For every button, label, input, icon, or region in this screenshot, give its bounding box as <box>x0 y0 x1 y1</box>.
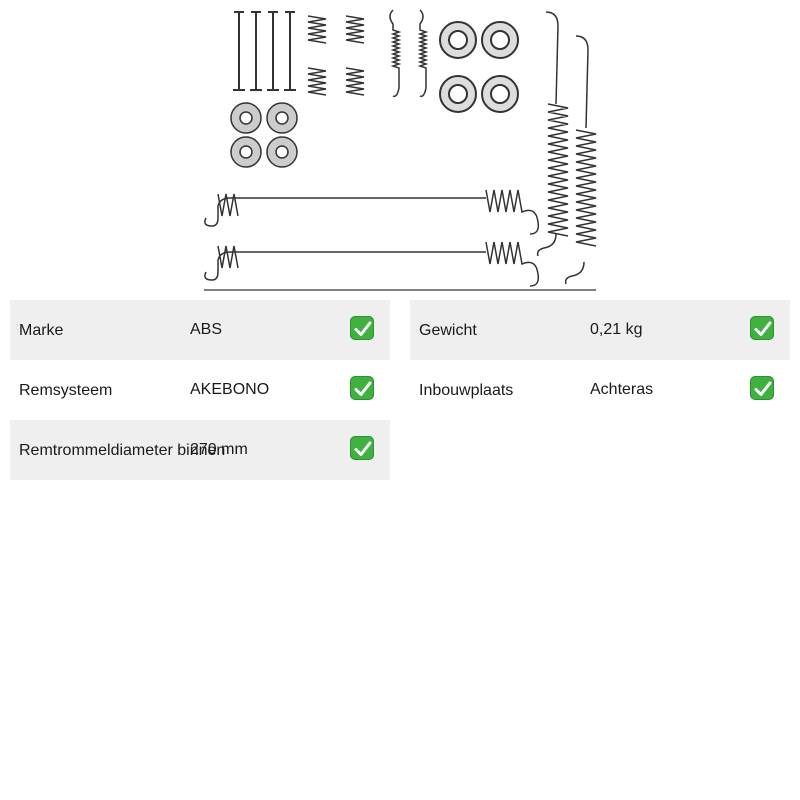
spec-table-right: Gewicht 0,21 kg Inbouwplaats Achteras <box>410 300 790 420</box>
hook-spring-set-icon <box>389 9 429 98</box>
spec-row-remsysteem: Remsysteem AKEBONO <box>10 360 390 420</box>
check-mark-icon <box>350 436 374 460</box>
spec-value: 270 mm <box>190 441 248 458</box>
long-spring-set-icon <box>204 189 540 287</box>
spec-table-left: Marke ABS Remsysteem AKEBONO Remtrommeld… <box>10 300 390 480</box>
spec-label: Remtrommeldiameter binnen <box>19 442 226 459</box>
small-spring-set-icon <box>307 15 365 96</box>
grommet-set-icon <box>439 21 519 113</box>
vertical-spring-set-icon <box>536 11 597 285</box>
product-image <box>200 6 600 292</box>
spec-row-remtrommeldiameter: Remtrommeldiameter binnen 270 mm <box>10 420 390 480</box>
spec-label: Remsysteem <box>19 382 113 399</box>
spec-row-gewicht: Gewicht 0,21 kg <box>410 300 790 360</box>
spec-value: Achteras <box>590 381 654 398</box>
pin-set-icon <box>233 11 296 91</box>
check-mark-icon <box>750 316 774 340</box>
spec-label: Gewicht <box>419 322 477 339</box>
spec-label: Marke <box>19 322 64 339</box>
check-mark-icon <box>350 316 374 340</box>
spec-label: Inbouwplaats <box>419 382 514 399</box>
spec-row-marke: Marke ABS <box>10 300 390 360</box>
check-mark-icon <box>750 376 774 400</box>
spec-value: AKEBONO <box>190 381 270 398</box>
check-mark-icon <box>350 376 374 400</box>
spec-row-inbouwplaats: Inbouwplaats Achteras <box>410 360 790 420</box>
spec-value: ABS <box>190 321 223 338</box>
washer-set-icon <box>230 102 298 168</box>
spec-value: 0,21 kg <box>590 321 643 338</box>
